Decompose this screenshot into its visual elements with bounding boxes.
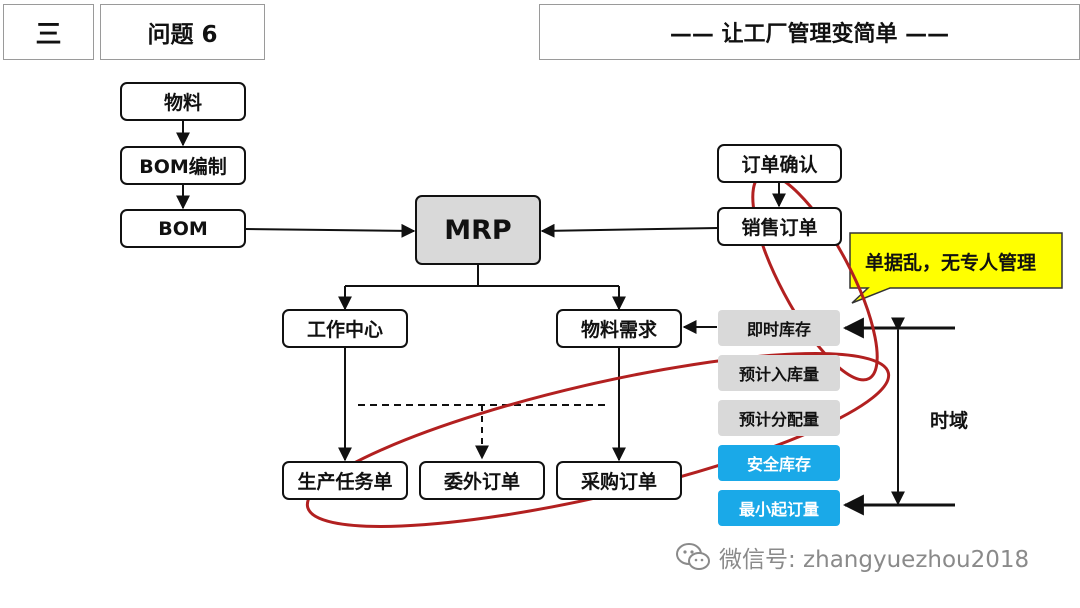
problem-label: 问题 6	[100, 4, 265, 60]
arrow-bom-mrp	[244, 223, 416, 238]
inventory-safety-stock: 安全库存	[718, 445, 840, 481]
node-mrp: MRP	[415, 195, 541, 265]
node-sales-order: 销售订单	[717, 207, 842, 246]
node-bom: BOM	[120, 209, 246, 248]
section-number: 三	[3, 4, 94, 60]
node-material: 物料	[120, 82, 246, 121]
node-order-confirm: 订单确认	[717, 144, 842, 183]
node-bom-edit: BOM编制	[120, 146, 246, 185]
inventory-expected-inbound: 预计入库量	[718, 355, 840, 391]
inventory-min-order-qty: 最小起订量	[718, 490, 840, 526]
watermark-text: 微信号: zhangyuezhou2018	[719, 547, 1030, 573]
arrow-sales-mrp	[540, 223, 719, 238]
callout-text: 单据乱，无专人管理	[865, 252, 1037, 274]
node-outsource-order: 委外订单	[419, 461, 545, 500]
wechat-icon	[676, 543, 710, 570]
time-domain-label: 时域	[930, 410, 969, 432]
inventory-current-stock: 即时库存	[718, 310, 840, 346]
page-title: —— 让工厂管理变简单 ——	[539, 4, 1080, 60]
node-purchase-order: 采购订单	[556, 461, 682, 500]
watermark: 微信号: zhangyuezhou2018	[675, 540, 1029, 574]
node-material-demand: 物料需求	[556, 309, 682, 348]
node-work-center: 工作中心	[282, 309, 408, 348]
inventory-expected-allocation: 预计分配量	[718, 400, 840, 436]
node-production-task: 生产任务单	[282, 461, 408, 500]
callout-shape	[849, 232, 1063, 304]
